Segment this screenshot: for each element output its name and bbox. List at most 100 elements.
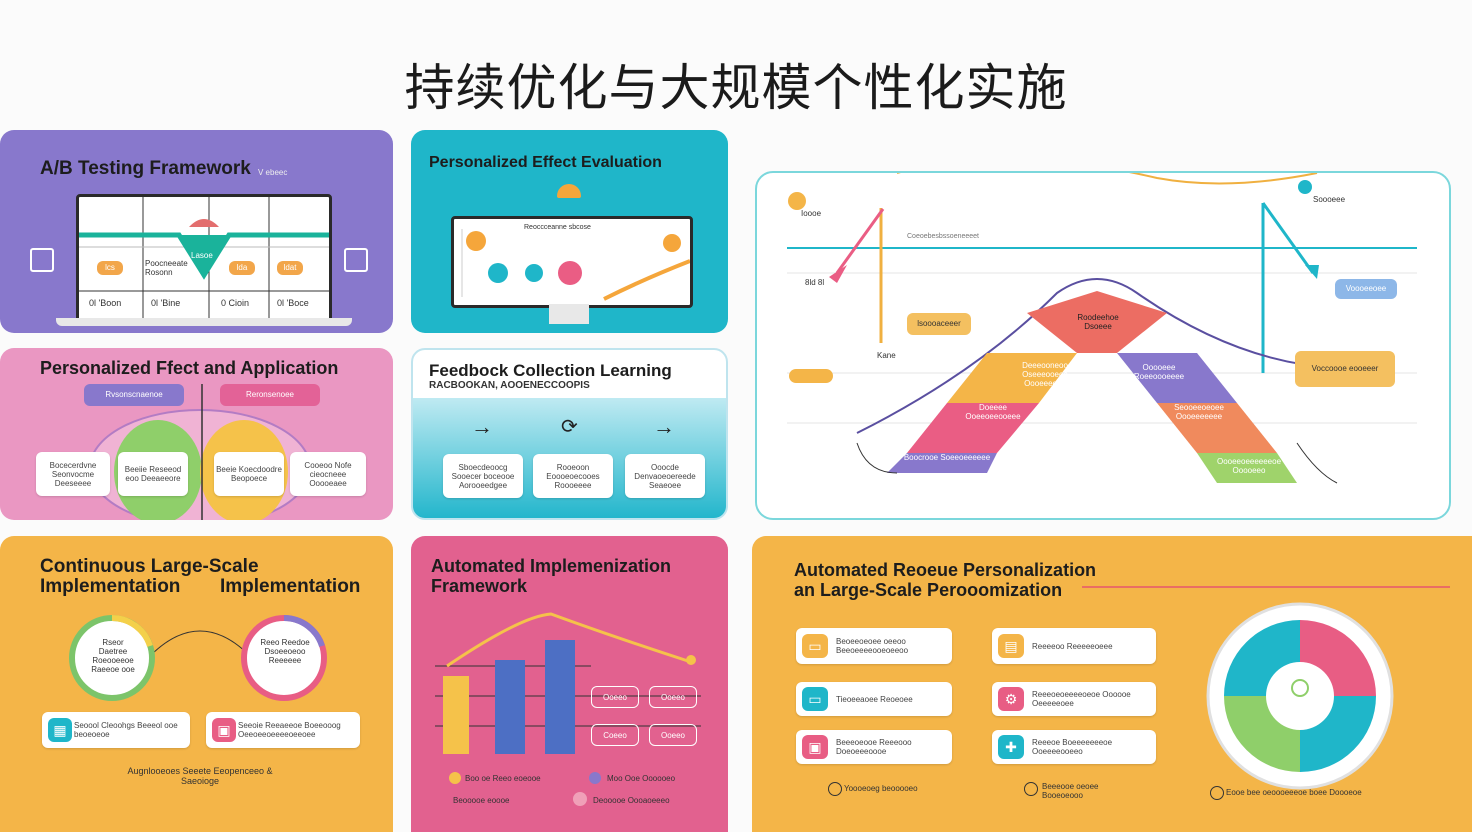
puzzle-icon: ✚ [998, 735, 1024, 759]
ab-card-label: Poocneeate Rosonn [145, 259, 188, 277]
ring-label: Reeo Reedoe Dsoeeoeoo Reeeeee [260, 638, 310, 665]
ab-pill: ldat [277, 261, 303, 275]
diagram-segment-label: Ooooeee Roeeoooeeee [1133, 363, 1185, 381]
feedback-card: Sboecdeoocg Sooecer boceooe Aorooeedgee [443, 454, 523, 498]
diagram-apex-label: Roodeehoe Dsoeee [1077, 313, 1119, 331]
cont-heading: Continuous Large-Scale [40, 556, 259, 577]
folder-icon: ▭ [802, 634, 828, 658]
app-pill: Reronsenoee [220, 384, 320, 406]
feedback-card: Rooeoon Eoooeoecooes Roooeeee [533, 454, 613, 498]
app-card: Beeie Koecdoodre Beopoece [214, 452, 284, 496]
info-icon [1210, 786, 1224, 800]
table-icon [344, 248, 368, 272]
diagram-axis-label: Kane [877, 351, 896, 360]
diagram-right-tag: Voccoooe eooeeer [1295, 351, 1395, 387]
evaluation-chart-svg [461, 229, 690, 301]
large-item-label: Beeeoeooe Reeeooo Doeoeeeoooe [836, 738, 912, 756]
strategy-diagram-svg [787, 173, 1417, 484]
auto-box: Coeeo [591, 724, 639, 746]
chart-icon [573, 792, 587, 806]
ab-metric: 0l 'Boon [89, 298, 122, 308]
continuous-panel: Continuous Large-Scale Implementation Im… [0, 536, 393, 832]
arrow-right-icon: → [471, 414, 493, 439]
legend-dot [589, 772, 601, 784]
auto-legend: Boo oe Reeo eoeooe [465, 774, 541, 783]
ab-metric: 0l 'Bine [151, 298, 181, 308]
ab-center-label: Lasoe [191, 251, 213, 260]
calendar-icon: ▣ [212, 718, 236, 742]
page-title: 持续优化与大规模个性化实施 [404, 59, 1068, 117]
grid-icon: ▦ [48, 718, 72, 742]
diagram-left-tag: lsoooaceeer [907, 313, 971, 335]
auto-legend: Moo Ooe Oooooeo [607, 774, 676, 783]
app-heading: Personalized Ffect and Application [40, 358, 339, 378]
large-scale-panel: Automated Reoeue Personalization an Larg… [752, 536, 1472, 832]
cont-card-label: Seoool Cleoohgs Beeeol ooe beoeoeoe [74, 721, 178, 739]
large-item-label: Reeeoe Boeeeeeeeoe Ooeeeeooeeo [1032, 738, 1113, 756]
app-card: Beeiie Reseeod eoo Deeaeeore [118, 452, 188, 496]
large-footer: Beeeooe oeoee Booeoeooo [1042, 782, 1099, 800]
auto-legend: Beooooe eoooe [453, 796, 510, 805]
divider-line [1082, 586, 1450, 588]
diagram-top-right-label: Soooeee [1313, 195, 1346, 204]
large-footer: Eooe bee oeoooeeeoe boee Doooeoe [1226, 788, 1362, 797]
auto-legend: Deooooe Oooaoeeeo [593, 796, 670, 805]
large-item-label: Tieoeeaoee Reoeoee [836, 694, 913, 704]
continuous-rings-svg [69, 615, 327, 701]
strategy-diagram-panel: Ioooe Soooeee Coeoebesbssoeneeeet 8ld 8l… [755, 171, 1451, 520]
auto-box: Ooeeo [649, 686, 697, 708]
calendar-icon: ▣ [802, 735, 828, 759]
cont-heading: Implementation [220, 576, 361, 597]
settings-icon: ⚙ [998, 687, 1024, 711]
ab-pill: lda [229, 261, 255, 275]
arrow-right-icon: → [653, 414, 675, 439]
ab-metric: 0 Cioin [221, 298, 250, 308]
feedback-heading: Feedbock Collection Learning [429, 361, 672, 380]
monitor-stand [549, 304, 589, 324]
diagram-top-left-label: Ioooe [801, 209, 822, 218]
large-heading: Automated Reoeue Personalization [794, 560, 1097, 580]
clock-icon [828, 782, 842, 796]
diagram-segment-label: Seooeeoeoee Oooeeeeeee [1174, 403, 1224, 421]
screen-label: Reoccceanne sbcose [524, 224, 591, 231]
diagram-segment-label: Oooeeoeeeeeeoe Ooooeeo [1216, 457, 1282, 475]
auto-box: Ooeeo [591, 686, 639, 708]
cont-heading: Implementation [40, 576, 181, 597]
ab-heading: A/B Testing Framework [40, 158, 251, 179]
monitor-icon: ▭ [802, 687, 828, 711]
application-panel: Personalized Ffect and Application Rvson… [0, 348, 393, 520]
evaluation-panel: Personalized Effect Evaluation Reocccean… [411, 130, 728, 333]
diagram-left-value: 8ld 8l [805, 278, 825, 287]
diagram-segment-label: Doeeee Ooeeoeeooeee [965, 403, 1021, 421]
document-icon: ▤ [998, 634, 1024, 658]
large-item-label: Beoeeoeoee oeeoo Beeoeeeeooeoeeoo [836, 637, 909, 655]
auto-heading: Framework [431, 576, 528, 596]
legend-dot [449, 772, 461, 784]
auto-heading: Automated Implemenization [431, 556, 672, 576]
user-icon [1024, 782, 1038, 796]
app-pill: Rvsonscnaenoe [84, 384, 184, 406]
diagram-segment-label: Deeeooneoo Oseeeooeoe Oooeeeeee [1022, 361, 1068, 388]
automation-panel: Automated Implemenization Framework Ooee… [411, 536, 728, 832]
automation-bars-svg [435, 612, 701, 754]
laptop-screen: Lasoe Poocneeate Rosonn lcs lda ldat 0l … [76, 194, 332, 322]
eval-heading: Personalized Effect Evaluation [429, 154, 662, 171]
diagram-segment-label: Boocrooe Soeeoeeeeee [903, 453, 991, 462]
app-card: Bocecerdvne Seonvocme Deeseeee [36, 452, 110, 496]
app-card: Cooeoo Nofe cieocneee Ooooeaee [290, 452, 366, 496]
laptop-base [56, 318, 352, 326]
refresh-icon: ⟳ [561, 416, 578, 438]
cont-footer: Augnlooeoes Seeete Eeopenceeo & Saeoioge [127, 766, 273, 786]
ab-pill: lcs [97, 261, 123, 275]
diagram-right-badge: Voooeeoee [1335, 279, 1397, 299]
feedback-card: Ooocde Denvaoeoereede Seaeoee [625, 454, 705, 498]
auto-box: Ooeeo [649, 724, 697, 746]
large-heading: an Large-Scale Perooomization [794, 580, 1063, 600]
diagram-left-capsule [789, 369, 833, 383]
ring-label: Rseor Daetree Roeooeeoe Raeeoe ooe [91, 638, 135, 674]
cont-card-label: Seeoie Reeaeeoe Boeeooog Oeeoeeoeeeeoeeo… [238, 721, 341, 739]
monitor-screen: Reoccceanne sbcose [451, 216, 693, 308]
feedback-subheading: RACBOOKAN, AOOENECCOOPIS [429, 380, 590, 391]
lamp-icon [557, 184, 581, 198]
donut-chart-svg [1206, 602, 1394, 790]
